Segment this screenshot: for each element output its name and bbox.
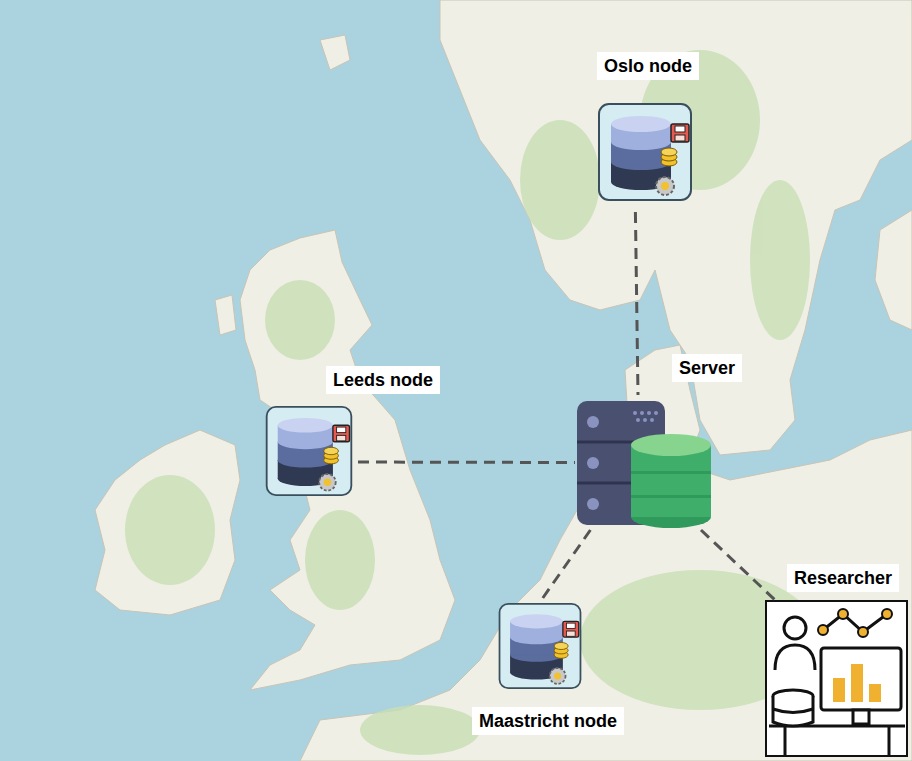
icon-area bbox=[575, 395, 715, 530]
server-node: Server bbox=[572, 350, 752, 535]
node-label: Researcher bbox=[787, 564, 899, 592]
dashed-link bbox=[701, 530, 775, 600]
dashed-link bbox=[358, 461, 575, 464]
dashed-link bbox=[635, 212, 638, 395]
icon-area bbox=[260, 405, 358, 497]
node-label: Oslo node bbox=[597, 52, 699, 80]
node-label: Leeds node bbox=[326, 366, 440, 394]
icon-area bbox=[765, 600, 908, 757]
data-node: Leeds node bbox=[255, 360, 450, 500]
icon-area bbox=[597, 92, 693, 212]
dashed-link bbox=[540, 530, 590, 602]
data-node: Oslo node bbox=[588, 46, 708, 216]
icon-area bbox=[492, 602, 588, 690]
node-label: Server bbox=[672, 354, 742, 382]
node-label: Maastricht node bbox=[472, 707, 624, 735]
researcher-node: Researcher bbox=[762, 562, 910, 759]
data-node: Maastricht node bbox=[478, 598, 628, 738]
